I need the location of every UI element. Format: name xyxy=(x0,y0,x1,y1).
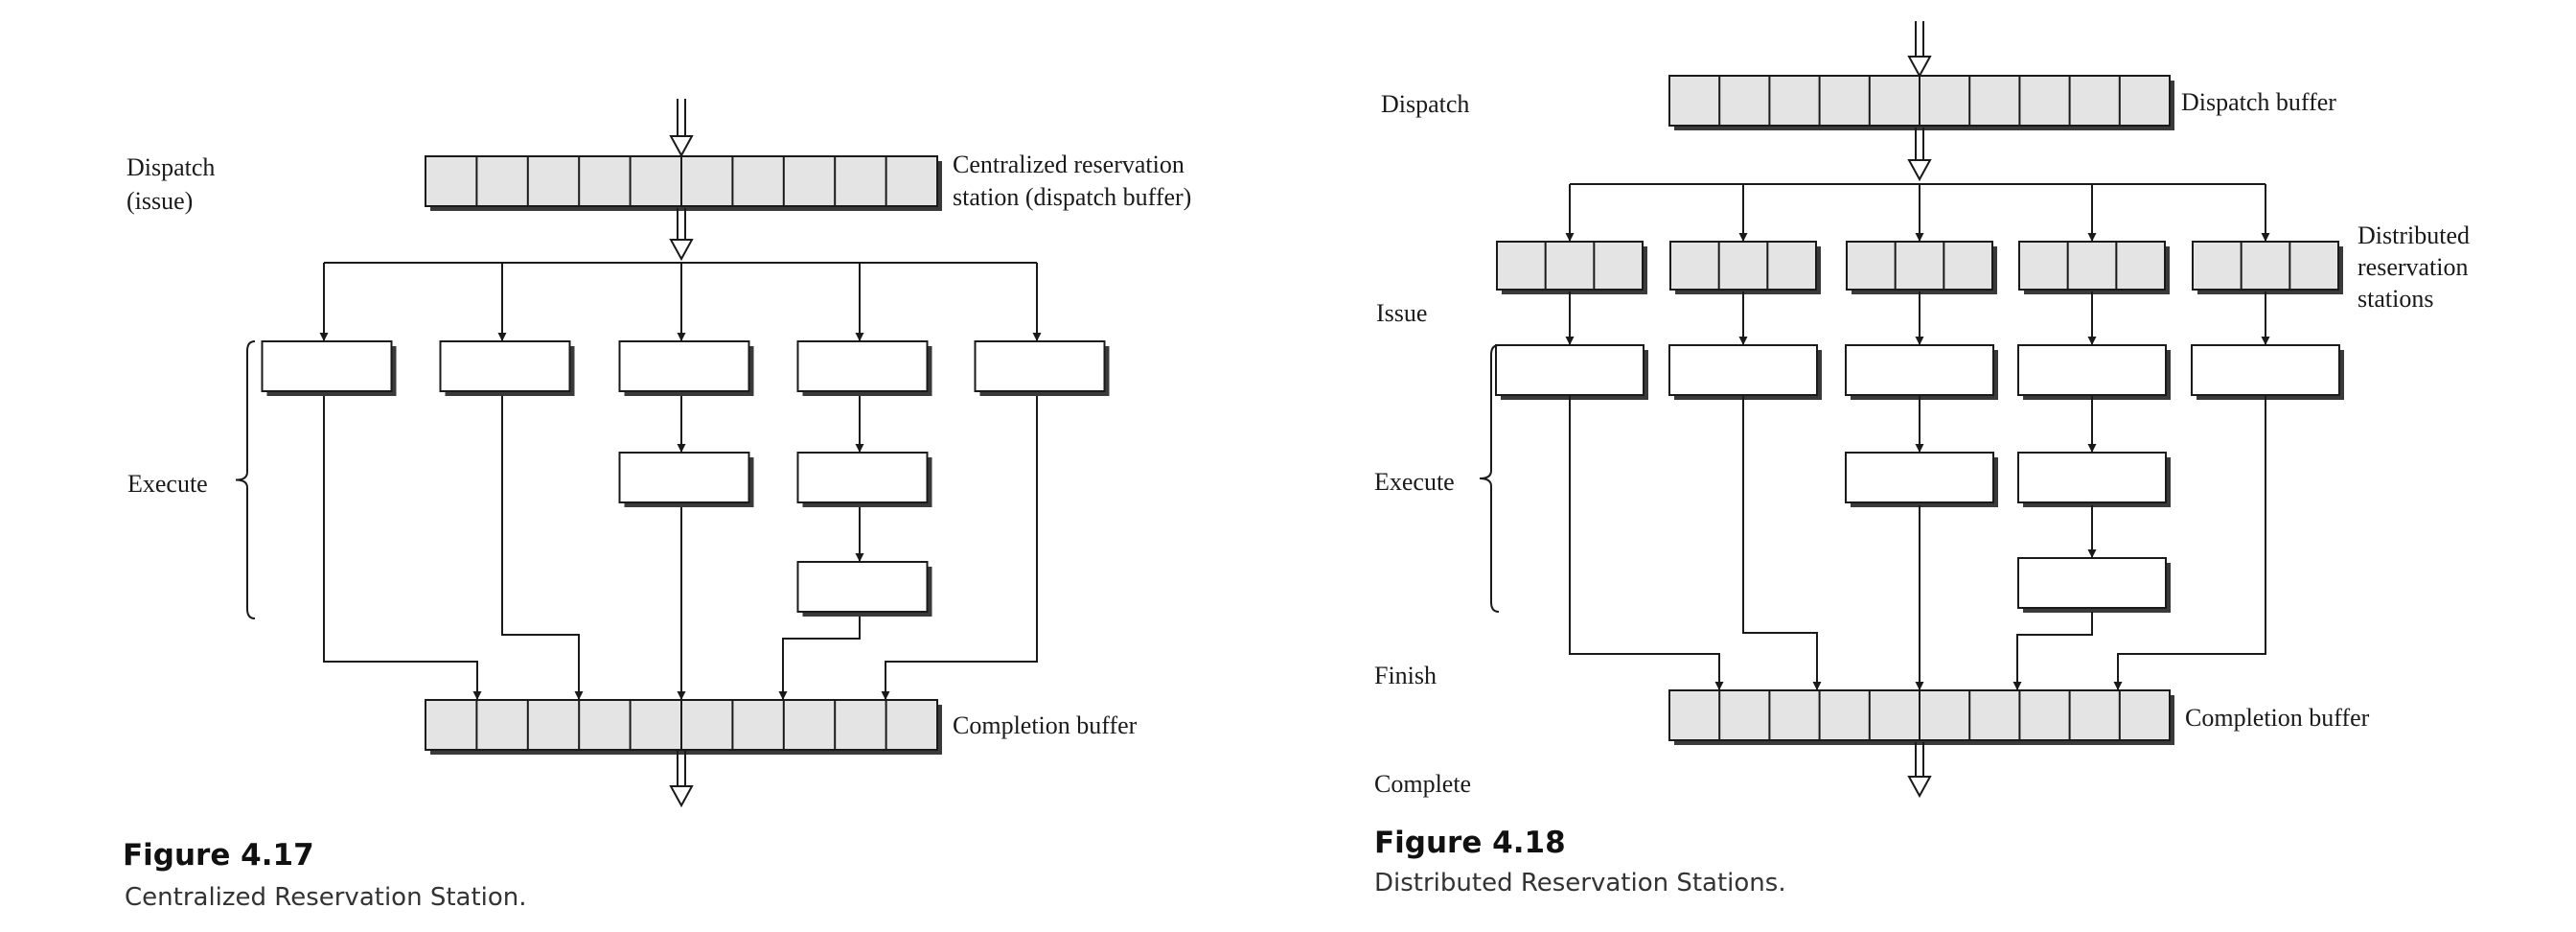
completion-buffer-label: Completion buffer xyxy=(953,711,1138,739)
dispatch-out-arrow xyxy=(1907,128,1932,182)
figure-4-17-shapes xyxy=(235,99,1110,808)
functional-unit-stage-1 xyxy=(439,340,575,396)
functional-unit-stage-2-frame xyxy=(2017,452,2167,503)
issue-label: (issue) xyxy=(126,187,193,215)
writeback-arrow xyxy=(2012,612,2093,690)
reservation-station-frame xyxy=(2192,241,2339,291)
functional-unit-stage-2 xyxy=(796,452,932,507)
functional-unit-stage-1-frame xyxy=(1495,344,1644,396)
writeback-arrow xyxy=(323,396,482,700)
centralized-station-label-line-2: station (dispatch buffer) xyxy=(953,183,1191,211)
reservation-station xyxy=(1496,241,1647,294)
writeback-arrow xyxy=(1569,396,1724,690)
functional-unit-stage-1-frame xyxy=(1845,344,1994,396)
dispatch-out-arrow xyxy=(669,208,694,262)
completion-buffer xyxy=(425,699,942,755)
functional-unit-stage-1 xyxy=(1495,344,1648,400)
output-arrow xyxy=(669,751,694,808)
execute-brace xyxy=(1479,344,1500,613)
execute-label: Execute xyxy=(1374,468,1455,496)
output-arrow-head xyxy=(669,785,694,808)
functional-unit-stage-3 xyxy=(2017,557,2171,613)
reservation-station-frame xyxy=(2018,241,2166,291)
reservation-station xyxy=(1669,241,1821,294)
functional-unit-stage-1-frame xyxy=(2191,344,2340,396)
functional-unit-stage-1-frame xyxy=(261,340,393,392)
input-arrow-head xyxy=(669,135,694,158)
functional-unit-stage-1 xyxy=(618,340,754,396)
functional-unit-stage-2-frame xyxy=(796,452,929,503)
functional-unit-stage-1-frame xyxy=(796,340,929,392)
writeback-arrow xyxy=(1742,396,1822,690)
input-arrow xyxy=(669,99,694,158)
functional-unit-stage-1 xyxy=(261,340,397,396)
functional-unit-stage-1-frame xyxy=(618,340,750,392)
dispatch-buffer-label: Dispatch buffer xyxy=(2181,88,2336,116)
functional-unit-stage-1 xyxy=(1845,344,1998,400)
functional-unit-stage-2 xyxy=(2017,452,2171,507)
functional-unit-stage-2 xyxy=(1845,452,1998,507)
dispatch-label: Dispatch xyxy=(1381,90,1469,118)
functional-unit-stage-1 xyxy=(796,340,932,396)
functional-unit-stage-3-frame xyxy=(2017,557,2167,609)
output-arrow-head xyxy=(1907,776,1932,799)
completion-buffer xyxy=(1668,689,2174,745)
reservation-station xyxy=(2192,241,2343,294)
execute-brace xyxy=(235,340,256,619)
functional-unit-stage-1 xyxy=(2017,344,2171,400)
functional-unit-stage-2-frame xyxy=(1845,452,1994,503)
centralized-station-label-line-1: Centralized reservation xyxy=(953,151,1184,178)
figure-4-17: Dispatch (issue) Execute Centralized res… xyxy=(123,99,1191,912)
execute-label: Execute xyxy=(127,470,208,498)
figure-caption: Distributed Reservation Stations. xyxy=(1374,869,1786,897)
functional-unit-stage-3 xyxy=(796,561,932,617)
writeback-arrow xyxy=(778,617,861,700)
writeback-arrow xyxy=(2113,396,2266,690)
completion-buffer-label: Completion buffer xyxy=(2185,704,2370,732)
functional-unit-stage-1 xyxy=(1668,344,1822,400)
writeback-arrow xyxy=(501,396,584,700)
functional-unit-stage-3-frame xyxy=(796,561,929,613)
reservation-label-line-2: reservation xyxy=(2358,253,2469,281)
input-arrow-head xyxy=(1907,56,1932,79)
functional-unit-stage-1-frame xyxy=(1668,344,1818,396)
figure-4-18: Dispatch Dispatch buffer Distributed res… xyxy=(1374,21,2470,897)
issue-label: Issue xyxy=(1376,299,1427,327)
functional-unit-stage-2 xyxy=(618,452,754,507)
writeback-arrow xyxy=(881,396,1038,700)
reservation-station-frame xyxy=(1846,241,1993,291)
reservation-label-line-1: Distributed xyxy=(2358,221,2470,249)
functional-unit-stage-1 xyxy=(974,340,1110,396)
dispatch-label: Dispatch xyxy=(126,153,215,181)
reservation-station xyxy=(2018,241,2170,294)
reservation-station xyxy=(1846,241,1997,294)
figure-number: Figure 4.17 xyxy=(123,838,314,873)
figure-number: Figure 4.18 xyxy=(1374,826,1566,860)
reservation-station-frame xyxy=(1669,241,1817,291)
complete-label: Complete xyxy=(1374,770,1471,798)
functional-unit-stage-1-frame xyxy=(974,340,1106,392)
dispatch-buffer xyxy=(425,155,942,211)
output-arrow xyxy=(1907,742,1932,799)
functional-unit-stage-1-frame xyxy=(439,340,571,392)
finish-label: Finish xyxy=(1374,662,1437,689)
dispatch-out-arrow-head xyxy=(1907,159,1932,182)
functional-unit-stage-1 xyxy=(2191,344,2344,400)
input-arrow xyxy=(1907,21,1932,79)
functional-unit-stage-1-frame xyxy=(2017,344,2167,396)
dispatch-out-arrow-head xyxy=(669,239,694,262)
reservation-label-line-3: stations xyxy=(2358,285,2433,313)
dispatch-buffer xyxy=(1668,75,2174,130)
figure-4-18-shapes xyxy=(1479,21,2344,799)
figure-caption: Centralized Reservation Station. xyxy=(125,883,527,912)
reservation-station-frame xyxy=(1496,241,1644,291)
functional-unit-stage-2-frame xyxy=(618,452,750,503)
